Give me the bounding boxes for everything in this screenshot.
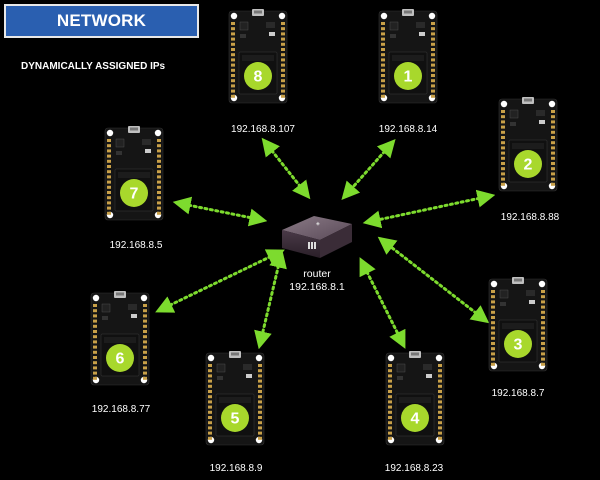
board-node-3: 3 <box>488 276 548 372</box>
router-name: router <box>303 268 331 280</box>
svg-text:◈: ◈ <box>316 221 320 227</box>
title-banner: NETWORK <box>4 4 199 38</box>
svg-text:7: 7 <box>130 186 139 203</box>
link-router-node-7 <box>172 196 268 227</box>
link-router-node-1 <box>341 138 396 201</box>
ip-label-node-1: 192.168.8.14 <box>378 124 438 135</box>
board-node-1: 1 <box>378 8 438 104</box>
link-router-node-8 <box>261 137 311 200</box>
ip-label-node-8: 192.168.8.107 <box>231 124 295 135</box>
svg-text:2: 2 <box>524 157 533 174</box>
svg-text:8: 8 <box>254 69 263 86</box>
link-router-node-2 <box>362 189 496 229</box>
board-node-7: 7 <box>104 125 164 221</box>
diagram-title: NETWORK <box>56 11 147 30</box>
ip-label-node-5: 192.168.8.9 <box>209 463 263 474</box>
link-router-node-5 <box>254 249 287 350</box>
svg-text:3: 3 <box>514 337 523 354</box>
ip-label-node-6: 192.168.8.77 <box>91 404 151 415</box>
board-node-8: 8 <box>228 8 288 104</box>
link-router-node-3 <box>377 236 490 324</box>
svg-text:6: 6 <box>116 351 125 368</box>
board-node-5: 5 <box>205 350 265 446</box>
board-node-6: 6 <box>90 290 150 386</box>
router-label: router 192.168.8.1 <box>289 268 344 294</box>
link-router-node-6 <box>155 249 285 313</box>
link-router-node-4 <box>359 257 406 349</box>
board-node-2: 2 <box>498 96 558 192</box>
svg-text:5: 5 <box>231 411 240 428</box>
ip-label-node-4: 192.168.8.23 <box>384 463 444 474</box>
diagram-subtitle: DYNAMICALLY ASSIGNED IPs <box>21 61 166 72</box>
ip-label-node-2: 192.168.8.88 <box>500 212 560 223</box>
svg-text:1: 1 <box>404 69 413 86</box>
ip-label-node-7: 192.168.8.5 <box>109 240 163 251</box>
board-node-4: 4 <box>385 350 445 446</box>
router-icon: ◈ <box>282 216 352 258</box>
ip-label-node-3: 192.168.8.7 <box>491 388 545 399</box>
router-ip: 192.168.8.1 <box>289 281 345 293</box>
svg-text:4: 4 <box>411 411 420 428</box>
